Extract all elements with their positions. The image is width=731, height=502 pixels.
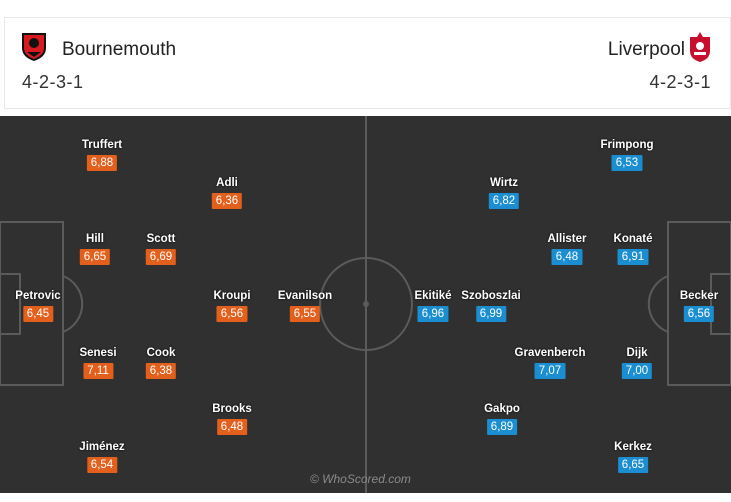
player-rating: 6,91 <box>617 249 649 265</box>
player-cook[interactable]: Cook 6,38 <box>145 347 177 379</box>
player-gravenberch[interactable]: Gravenberch 7,07 <box>514 347 586 379</box>
player-rating: 6,89 <box>486 419 518 435</box>
player-gakpo[interactable]: Gakpo 6,89 <box>484 403 520 435</box>
player-rating: 7,07 <box>534 363 566 379</box>
player-rating: 6,96 <box>417 306 449 322</box>
pitch: Petrovic 6,45 Truffert 6,88 Hill 6,65 Se… <box>0 116 731 493</box>
player-konate[interactable]: Konaté 6,91 <box>613 233 653 265</box>
liverpool-crest-icon <box>690 32 710 62</box>
player-rating: 6,36 <box>211 193 243 209</box>
player-frimpong[interactable]: Frimpong 6,53 <box>600 139 654 171</box>
pitch-markings <box>0 116 731 493</box>
away-formation: 4-2-3-1 <box>649 72 711 92</box>
player-senesi[interactable]: Senesi 7,11 <box>79 347 117 379</box>
bournemouth-crest-icon <box>22 33 46 61</box>
player-scott[interactable]: Scott 6,69 <box>145 233 177 265</box>
player-rating: 7,11 <box>82 363 113 379</box>
home-formation: 4-2-3-1 <box>22 72 84 92</box>
player-rating: 7,00 <box>621 363 653 379</box>
match-header: Bournemouth 4-2-3-1 Liverpool 4-2-3-1 <box>4 17 731 109</box>
player-rating: 6,55 <box>289 306 321 322</box>
player-dijk[interactable]: Dijk 7,00 <box>621 347 653 379</box>
player-rating: 6,65 <box>79 249 111 265</box>
player-rating: 6,99 <box>475 306 507 322</box>
player-rating: 6,56 <box>683 306 715 322</box>
player-brooks[interactable]: Brooks 6,48 <box>212 403 252 435</box>
player-truffert[interactable]: Truffert 6,88 <box>81 139 123 171</box>
player-hill[interactable]: Hill 6,65 <box>79 233 111 265</box>
player-szoboszlai[interactable]: Szoboszlai 6,99 <box>461 290 521 322</box>
player-rating: 6,54 <box>86 457 118 473</box>
player-becker[interactable]: Becker 6,56 <box>679 290 719 322</box>
home-team-name[interactable]: Bournemouth <box>62 39 177 60</box>
player-petrovic[interactable]: Petrovic 6,45 <box>15 290 61 322</box>
away-team-name[interactable]: Liverpool <box>607 39 685 60</box>
player-rating: 6,69 <box>145 249 177 265</box>
player-kerkez[interactable]: Kerkez 6,65 <box>614 441 652 473</box>
player-rating: 6,38 <box>145 363 177 379</box>
player-adli[interactable]: Adli 6,36 <box>211 177 243 209</box>
player-wirtz[interactable]: Wirtz 6,82 <box>488 177 520 209</box>
player-rating: 6,56 <box>216 306 248 322</box>
player-rating: 6,53 <box>611 155 643 171</box>
player-rating: 6,65 <box>617 457 649 473</box>
player-kroupi[interactable]: Kroupi 6,56 <box>213 290 251 322</box>
player-rating: 6,82 <box>488 193 520 209</box>
player-rating: 6,48 <box>216 419 248 435</box>
player-ekitike[interactable]: Ekitiké 6,96 <box>414 290 452 322</box>
player-rating: 6,88 <box>86 155 118 171</box>
player-rating: 6,45 <box>22 306 54 322</box>
player-jimenez[interactable]: Jiménez 6,54 <box>79 441 125 473</box>
player-allister[interactable]: Allister 6,48 <box>547 233 587 265</box>
player-rating: 6,48 <box>551 249 583 265</box>
whoscored-watermark: © WhoScored.com <box>310 472 411 486</box>
player-evanilson[interactable]: Evanilson 6,55 <box>277 290 333 322</box>
